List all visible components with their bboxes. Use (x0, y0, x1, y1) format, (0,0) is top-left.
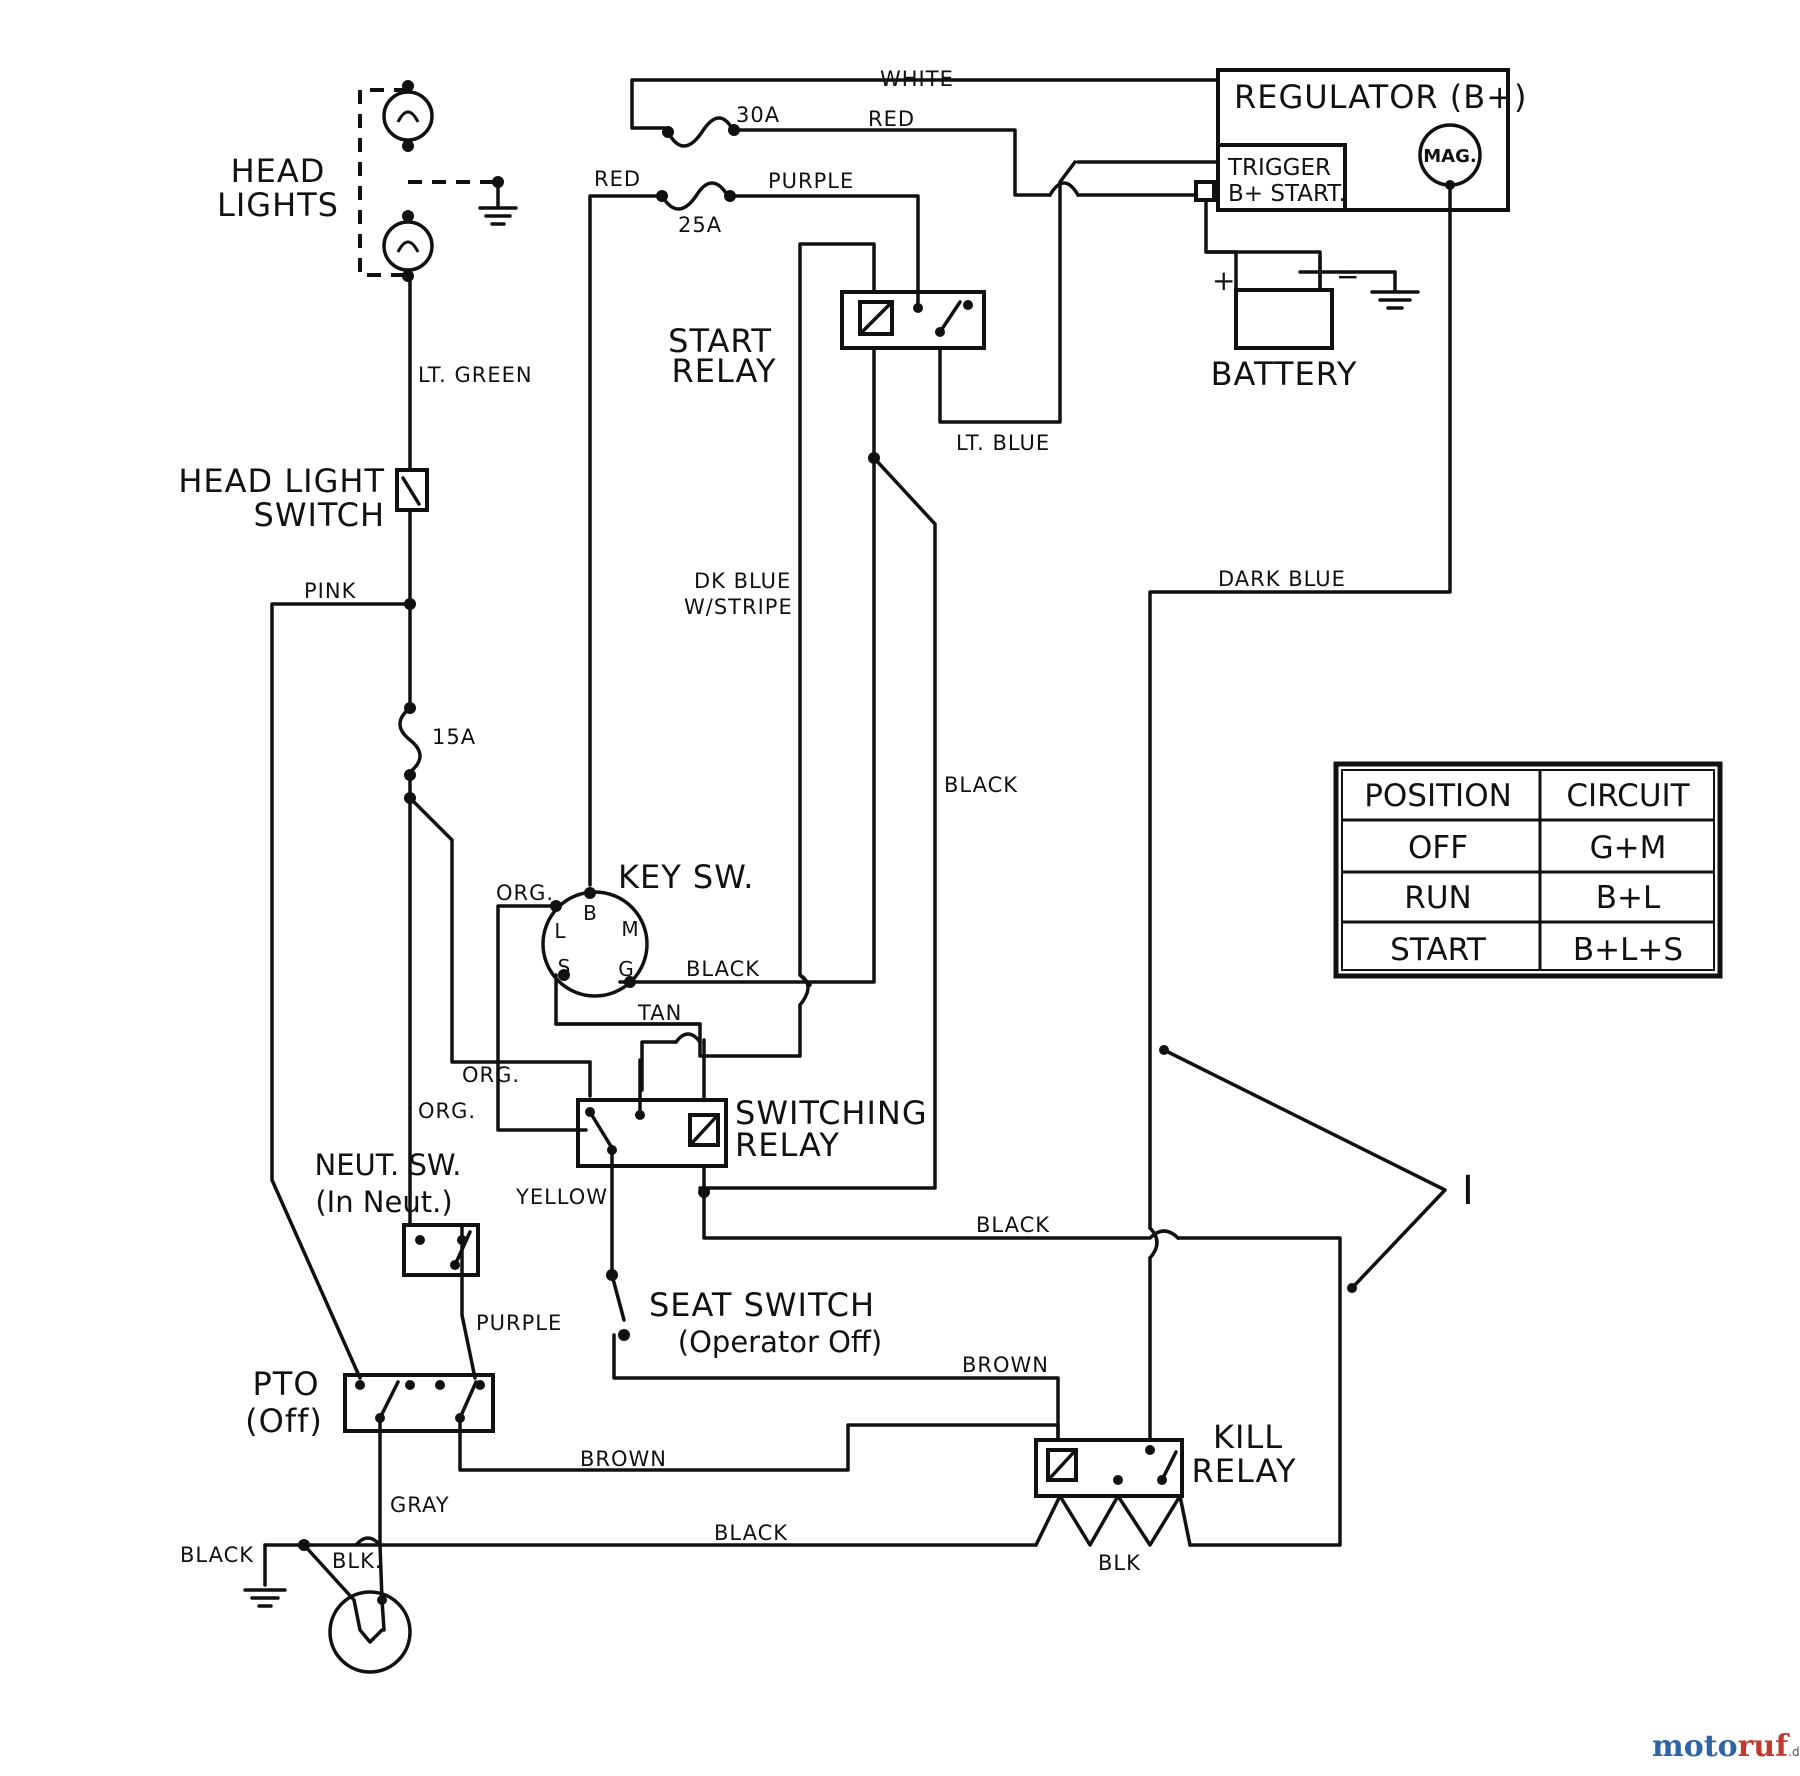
wire-lt-blue-label: LT. BLUE (956, 431, 1050, 455)
table-cell: START (1390, 932, 1487, 968)
table-cell: RUN (1404, 880, 1471, 916)
key-switch-label: KEY SW. (618, 858, 754, 896)
switching-relay (576, 1098, 728, 1168)
wire-lt-green-label: LT. GREEN (418, 363, 533, 387)
key-pin-m: M (621, 917, 638, 941)
position-circuit-table: POSITION CIRCUIT OFF G+M RUN B+L START B… (1333, 761, 1723, 979)
wire-black-label: BLACK (686, 957, 760, 981)
wire-org-label: ORG. (462, 1063, 520, 1087)
head-light-bulb-icon (382, 80, 434, 152)
key-pin-b: B (583, 901, 597, 925)
wire-purple-label: PURPLE (768, 169, 854, 193)
wire-org-label: ORG. (496, 881, 554, 905)
wire-dk-blue-label: W/STRIPE (684, 595, 793, 619)
key-switch (541, 887, 649, 998)
wire-blk-label: BLK. (332, 1549, 383, 1573)
start-relay (840, 290, 986, 350)
seat-switch-label: SEAT SWITCH (649, 1286, 875, 1324)
pto-label: PTO (252, 1365, 319, 1403)
battery-plus-label: + (1212, 264, 1235, 297)
head-light-switch-label: HEAD LIGHT (178, 462, 385, 500)
regulator (1194, 68, 1510, 212)
wire-brown-label: BROWN (962, 1353, 1049, 1377)
key-pin-g: G (618, 957, 634, 981)
table-cell: B+L (1596, 880, 1661, 916)
svg-text:motoruf.de: motoruf.de (1652, 1729, 1800, 1764)
fuse-15a-icon (398, 702, 422, 781)
fuse-25a-icon (656, 181, 736, 211)
seat-switch-icon (606, 1269, 630, 1341)
kill-relay-label: RELAY (1192, 1452, 1297, 1490)
neut-sw-label: (In Neut.) (315, 1185, 452, 1219)
fuse-25a-label: 25A (678, 213, 722, 237)
head-light-bulb-icon (382, 210, 434, 282)
wire-white-label: WHITE (880, 67, 954, 91)
wire-black-label: BLACK (180, 1543, 254, 1567)
table-header-position: POSITION (1364, 778, 1512, 814)
head-lights (358, 80, 518, 282)
neut-sw-label: NEUT. SW. (315, 1148, 462, 1182)
wire-red-label: RED (594, 167, 641, 191)
table-header-circuit: CIRCUIT (1566, 778, 1690, 814)
pto-label: (Off) (245, 1402, 323, 1440)
wire-dark-blue-label: DARK BLUE (1218, 567, 1346, 591)
battery-label: BATTERY (1211, 355, 1358, 393)
regulator-label: REGULATOR (B+) (1234, 78, 1528, 116)
table-cell: G+M (1590, 830, 1667, 866)
fuse-30a-label: 30A (736, 103, 780, 127)
magneto-icon (302, 1543, 412, 1674)
key-pin-l: L (554, 919, 566, 943)
head-lights-label: LIGHTS (217, 186, 339, 224)
wire-blk-label: BLK (1098, 1551, 1141, 1575)
wire-dk-blue-label: DK BLUE (694, 569, 791, 593)
wire-pink-label: PINK (304, 579, 357, 603)
trigger-label: B+ START. (1228, 181, 1346, 207)
key-pin-s: S (558, 955, 571, 979)
ground-icon (1370, 290, 1420, 310)
wire-gray-label: GRAY (390, 1493, 450, 1517)
trigger-label: TRIGGER (1227, 155, 1331, 181)
battery-minus-label: − (1336, 260, 1359, 293)
table-cell: OFF (1408, 830, 1468, 866)
mag-label: MAG. (1423, 146, 1476, 167)
watermark-logo: motoruf.de (1652, 1729, 1800, 1764)
wire-purple-label: PURPLE (476, 1311, 562, 1335)
kill-relay (1034, 1438, 1184, 1498)
wire-yellow-label: YELLOW (515, 1185, 608, 1209)
fuse-30a-icon (662, 116, 740, 148)
battery-icon (1234, 256, 1397, 350)
pto-switch (343, 1373, 495, 1433)
wire-black-label: BLACK (976, 1213, 1050, 1237)
fuse-15a-label: 15A (432, 725, 476, 749)
wire-black-label: BLACK (714, 1521, 788, 1545)
wire-black-label: BLACK (944, 773, 1018, 797)
start-relay-label: START (668, 322, 772, 360)
callout-label: I (1462, 1168, 1474, 1214)
kill-relay-label: KILL (1213, 1418, 1283, 1456)
wire-red-label: RED (868, 107, 915, 131)
ground-icon (243, 1588, 287, 1608)
head-lights-label: HEAD (231, 152, 326, 190)
neutral-switch (402, 1223, 480, 1277)
switching-relay-label: RELAY (735, 1126, 840, 1164)
seat-switch-label: (Operator Off) (678, 1325, 882, 1359)
wire-brown-label: BROWN (580, 1447, 667, 1471)
head-light-switch-icon (395, 468, 429, 512)
table-cell: B+L+S (1573, 932, 1683, 968)
wire-org-label: ORG. (418, 1099, 476, 1123)
head-light-switch-label: SWITCH (254, 496, 385, 534)
start-relay-label: RELAY (672, 352, 777, 390)
switching-relay-label: SWITCHING (735, 1094, 928, 1132)
ground-icon (478, 180, 518, 226)
wire-tan-label: TAN (637, 1001, 682, 1025)
callout-lines (1159, 1045, 1447, 1293)
